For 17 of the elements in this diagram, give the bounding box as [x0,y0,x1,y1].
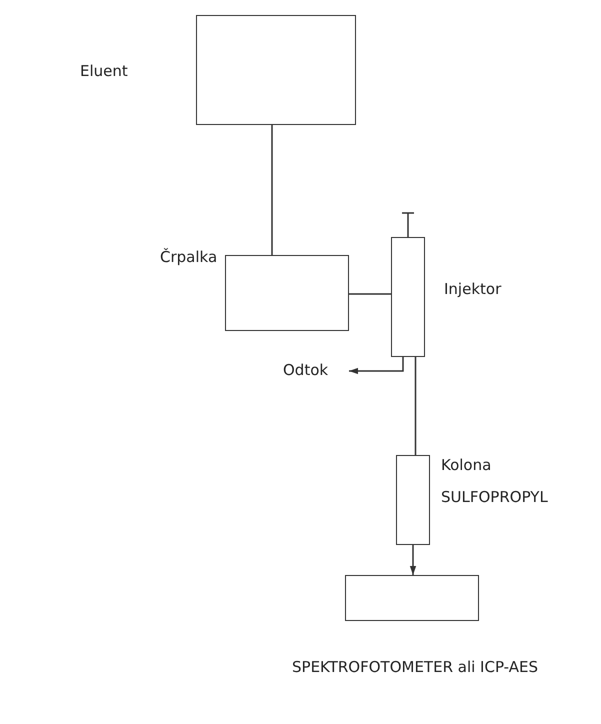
container-label: Eluent [80,62,128,81]
injector-label: Injektor [444,280,502,299]
connector-line [349,293,391,295]
injector-box [391,237,425,357]
column-box [396,455,430,545]
connector-line [414,357,416,455]
arrow [410,545,416,575]
pump-label: Črpalka [160,248,218,267]
arrow [349,357,404,374]
eluent-container [196,15,356,125]
column-label: Kolona [441,456,492,475]
pump-box [225,255,349,331]
detector-box [345,575,479,621]
drain-label: Odtok [283,363,328,378]
connector-line [271,125,273,255]
packing-label: SULFOPROPYL [441,488,548,507]
detector-label: SPEKTROFOTOMETER ali ICP-AES [292,658,538,677]
